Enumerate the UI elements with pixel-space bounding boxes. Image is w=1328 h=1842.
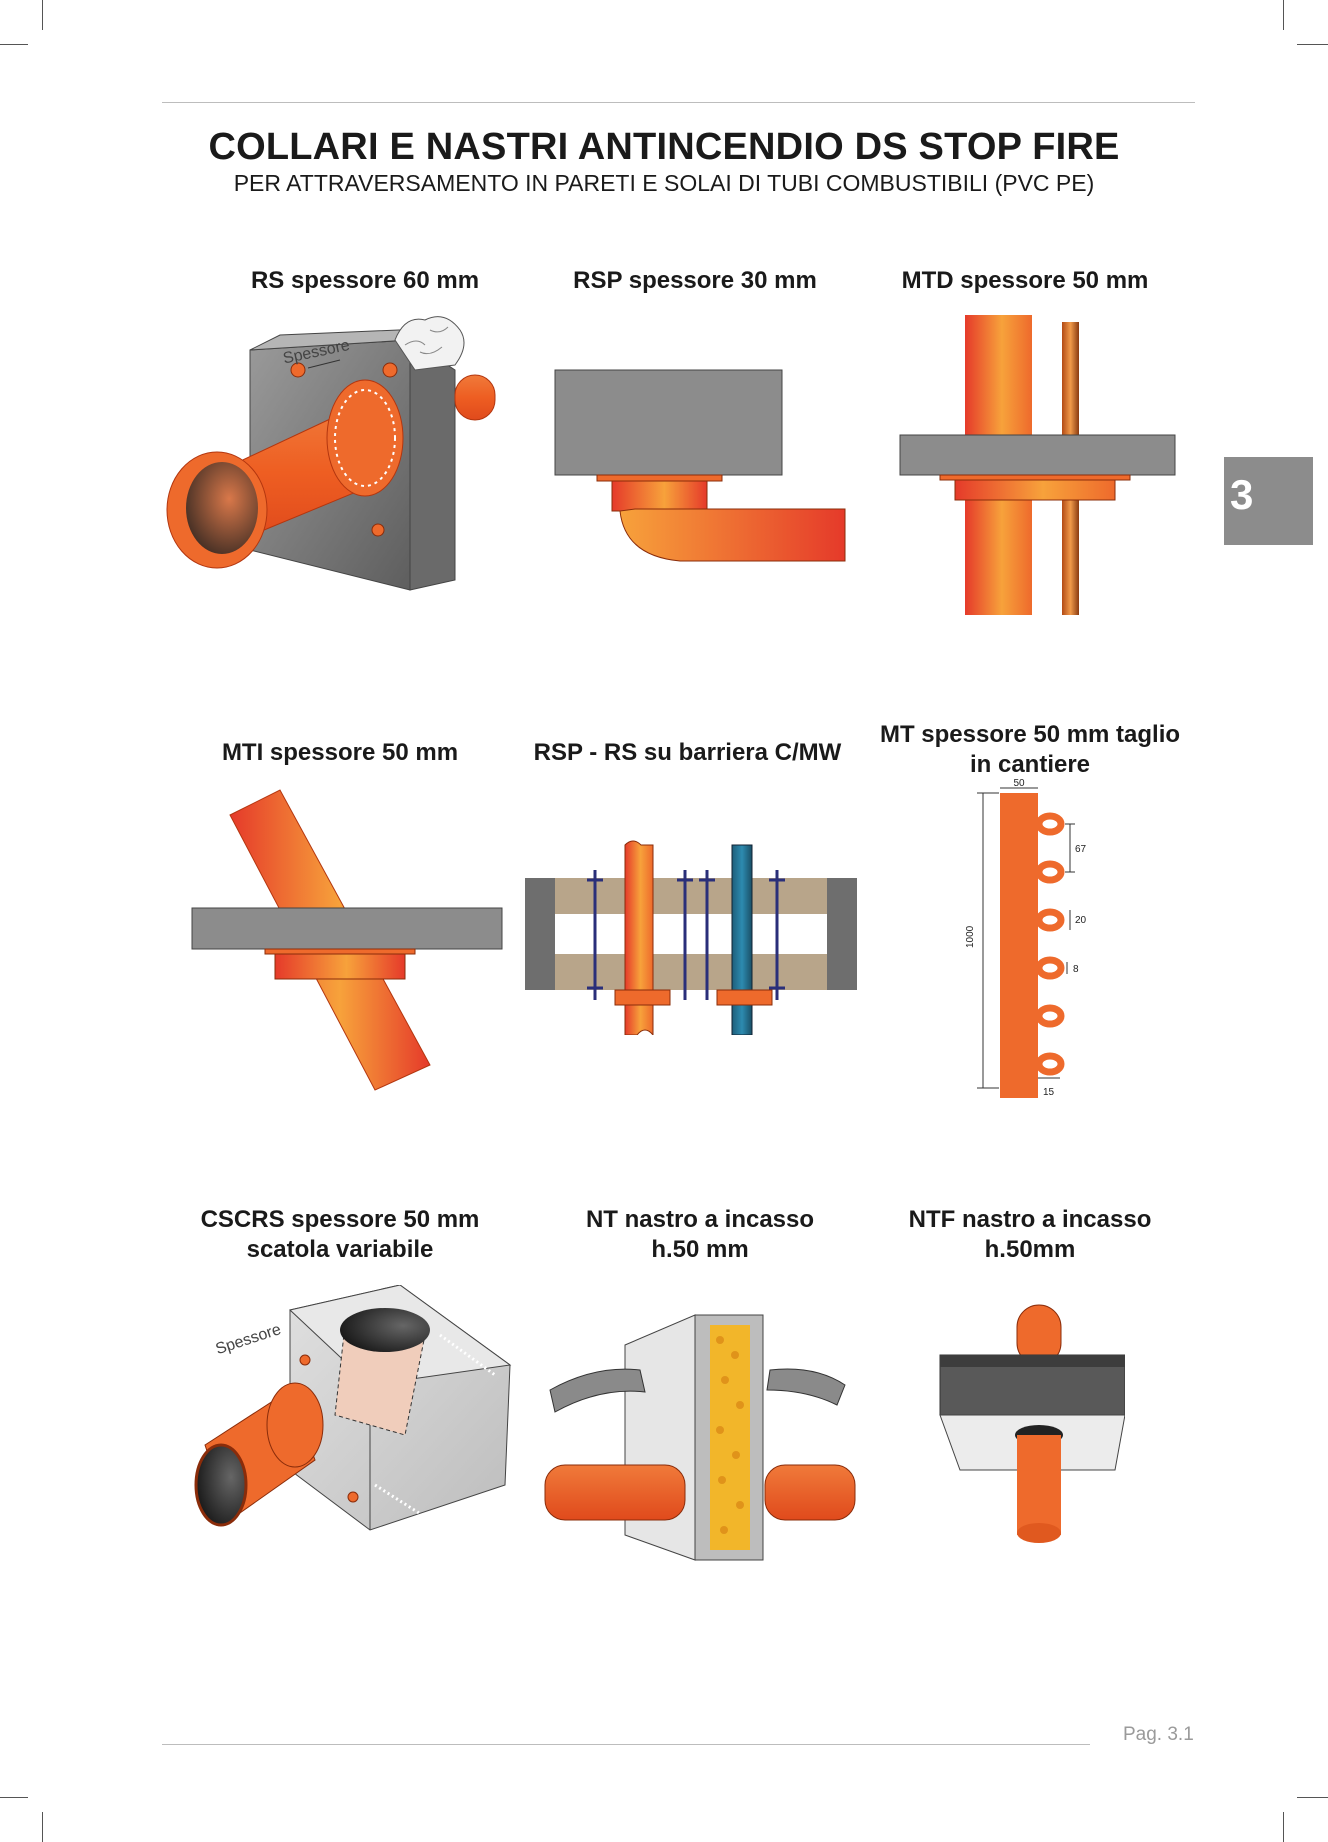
crop-mark <box>1297 44 1328 45</box>
caption-cscrs-line1: CSCRS spessore 50 mm <box>200 1206 480 1233</box>
crop-mark <box>1283 1812 1284 1842</box>
caption-nt-line1: NT nastro a incasso <box>585 1206 815 1233</box>
dim-pitch: 67 <box>1075 844 1087 855</box>
caption-ntf-line2: h.50mm <box>984 1236 1076 1263</box>
mtd-illustration <box>899 315 1176 615</box>
crop-mark <box>0 44 28 45</box>
dim-length: 1000 <box>965 925 976 948</box>
caption-rs: RS spessore 60 mm <box>250 267 480 294</box>
nt-illustration <box>544 1314 856 1561</box>
caption-rsp: RSP spessore 30 mm <box>573 267 817 294</box>
caption-nt: NT nastro a incasso h.50 mm <box>535 1205 865 1265</box>
crop-mark <box>0 1797 28 1798</box>
page-subtitle: PER ATTRAVERSAMENTO IN PARETI E SOLAI DI… <box>233 170 1095 196</box>
top-rule <box>162 102 1195 103</box>
crop-mark <box>42 0 43 30</box>
mti-illustration <box>191 789 503 1091</box>
dim-gap: 20 <box>1075 915 1087 926</box>
page-number: Pag. 3.1 <box>1123 1724 1194 1745</box>
caption-cscrs-line2: scatola variabile <box>246 1236 434 1263</box>
mt-strip-illustration: 50 67 20 8 1000 15 <box>965 778 1087 1098</box>
dim-tab: 15 <box>1043 1087 1055 1098</box>
caption-rsp-rs-barriera: RSP - RS su barriera C/MW <box>533 739 842 766</box>
caption-nt-line2: h.50 mm <box>651 1236 749 1263</box>
cscrs-illustration: Spessore <box>194 1285 512 1531</box>
caption-mtd: MTD spessore 50 mm <box>901 267 1149 294</box>
dim-hole: 8 <box>1073 964 1079 975</box>
spessore-label-2: Spessore <box>214 1321 284 1358</box>
ntf-illustration <box>939 1304 1125 1543</box>
crop-mark <box>1297 1797 1328 1798</box>
caption-mt-line1: MT spessore 50 mm taglio <box>879 721 1181 748</box>
page-title: COLLARI E NASTRI ANTINCENDIO DS STOP FIR… <box>208 126 1120 168</box>
section-number: 3 <box>1230 471 1254 518</box>
caption-cscrs: CSCRS spessore 50 mm scatola variabile <box>175 1205 505 1265</box>
section-tab: 3 <box>1224 457 1313 545</box>
dim-width: 50 <box>1013 778 1025 789</box>
caption-ntf: NTF nastro a incasso h.50mm <box>865 1205 1195 1265</box>
caption-mt: MT spessore 50 mm taglio in cantiere <box>865 720 1195 780</box>
caption-mti: MTI spessore 50 mm <box>221 739 459 766</box>
caption-mt-line2: in cantiere <box>969 751 1091 778</box>
crop-mark <box>42 1812 43 1842</box>
crop-mark <box>1283 0 1284 30</box>
barrier-illustration <box>525 840 857 1035</box>
rs-illustration: Spessore <box>166 316 496 591</box>
caption-ntf-line1: NTF nastro a incasso <box>908 1206 1152 1233</box>
rsp-illustration <box>554 369 846 562</box>
bottom-rule <box>162 1744 1090 1745</box>
